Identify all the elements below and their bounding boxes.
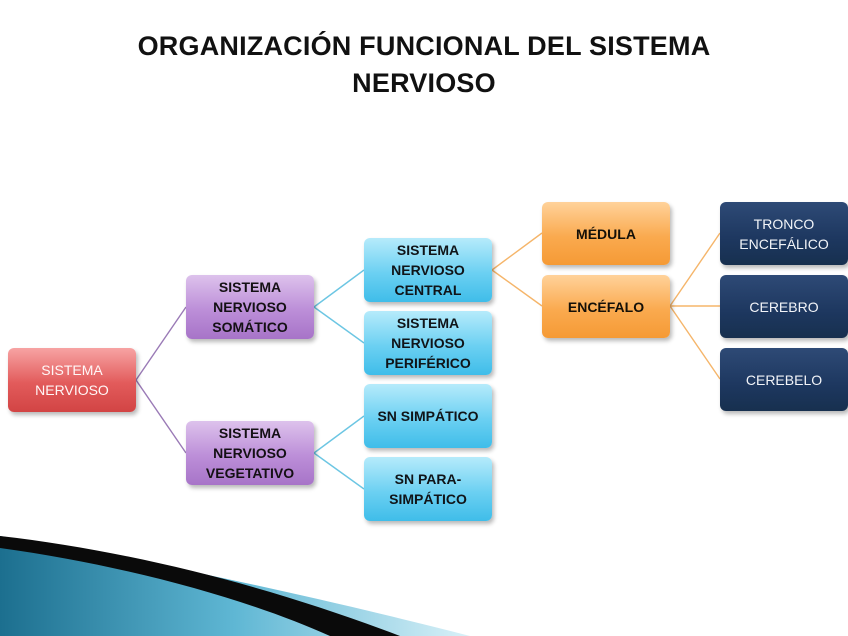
connector-central-medula bbox=[491, 232, 543, 271]
node-medula: MÉDULA bbox=[542, 202, 670, 265]
connector-encefalo-tronco bbox=[669, 232, 721, 307]
title-line-2: NERVIOSO bbox=[352, 68, 496, 98]
node-sn-parasimpatico: SN PARA- SIMPÁTICO bbox=[364, 457, 492, 521]
node-tronco-encefalico: TRONCO ENCEFÁLICO bbox=[720, 202, 848, 265]
node-cerebelo: CEREBELO bbox=[720, 348, 848, 411]
node-sistema-nervioso-vegetativo: SISTEMA NERVIOSO VEGETATIVO bbox=[186, 421, 314, 485]
node-cerebro: CEREBRO bbox=[720, 275, 848, 338]
title-line-1: ORGANIZACIÓN FUNCIONAL DEL SISTEMA bbox=[137, 31, 711, 61]
connector-root-vegetativo bbox=[135, 379, 187, 454]
node-sn-simpatico: SN SIMPÁTICO bbox=[364, 384, 492, 448]
node-encefalo: ENCÉFALO bbox=[542, 275, 670, 338]
node-sistema-nervioso-central: SISTEMA NERVIOSO CENTRAL bbox=[364, 238, 492, 302]
connector-vegetativo-simpatico bbox=[313, 415, 365, 454]
connector-encefalo-cerebelo bbox=[669, 305, 721, 380]
node-sistema-nervioso-periferico: SISTEMA NERVIOSO PERIFÉRICO bbox=[364, 311, 492, 375]
connector-somatico-periferico bbox=[313, 306, 365, 344]
connector-root-somatico bbox=[135, 306, 187, 381]
connector-vegetativo-parasimpatico bbox=[313, 452, 365, 490]
node-sistema-nervioso: SISTEMA NERVIOSO bbox=[8, 348, 136, 412]
page-title: ORGANIZACIÓN FUNCIONAL DEL SISTEMA NERVI… bbox=[0, 28, 848, 102]
node-sistema-nervioso-somatico: SISTEMA NERVIOSO SOMÁTICO bbox=[186, 275, 314, 339]
connector-somatico-central bbox=[313, 269, 365, 308]
connector-central-encefalo bbox=[491, 269, 543, 307]
